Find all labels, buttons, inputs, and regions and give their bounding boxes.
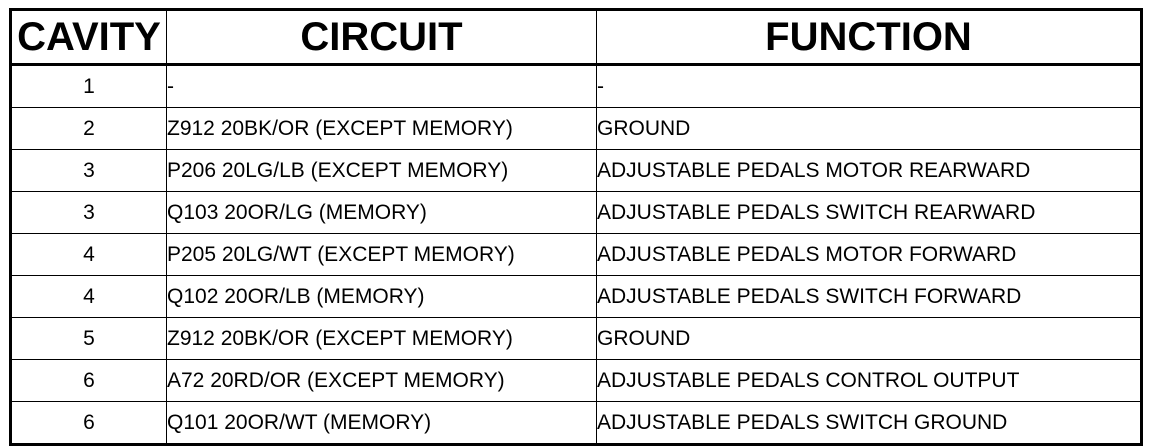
table-row: 4 P205 20LG/WT (EXCEPT MEMORY) ADJUSTABL… [10,233,1142,276]
function-cell: GROUND [596,107,1142,150]
table-row: 5 Z912 20BK/OR (EXCEPT MEMORY) GROUND [10,317,1142,360]
circuit-cell: P205 20LG/WT (EXCEPT MEMORY) [166,233,597,276]
circuit-cell: Z912 20BK/OR (EXCEPT MEMORY) [166,317,597,360]
circuit-cell: Z912 20BK/OR (EXCEPT MEMORY) [166,107,597,150]
table-row: 6 Q101 20OR/WT (MEMORY) ADJUSTABLE PEDAL… [10,401,1142,445]
function-cell: ADJUSTABLE PEDALS CONTROL OUTPUT [596,359,1142,402]
function-column-header: FUNCTION [596,9,1142,66]
cavity-cell: 6 [10,359,167,402]
connector-pinout-table: CAVITY CIRCUIT FUNCTION 1 - - 2 Z912 20B… [9,8,1143,446]
circuit-cell: Q103 20OR/LG (MEMORY) [166,191,597,234]
function-cell: ADJUSTABLE PEDALS MOTOR REARWARD [596,149,1142,192]
function-cell: GROUND [596,317,1142,360]
function-cell: - [596,64,1142,108]
function-cell: ADJUSTABLE PEDALS SWITCH GROUND [596,401,1142,445]
function-cell: ADJUSTABLE PEDALS SWITCH FORWARD [596,275,1142,318]
cavity-cell: 1 [10,64,167,108]
header-row: CAVITY CIRCUIT FUNCTION [10,9,1142,66]
table-row: 3 Q103 20OR/LG (MEMORY) ADJUSTABLE PEDAL… [10,191,1142,234]
table-row: 3 P206 20LG/LB (EXCEPT MEMORY) ADJUSTABL… [10,149,1142,192]
circuit-cell: - [166,64,597,108]
cavity-cell: 6 [10,401,167,445]
table-row: 1 - - [10,64,1142,108]
table-row: 6 A72 20RD/OR (EXCEPT MEMORY) ADJUSTABLE… [10,359,1142,402]
circuit-column-header: CIRCUIT [166,9,597,66]
circuit-cell: Q102 20OR/LB (MEMORY) [166,275,597,318]
circuit-cell: A72 20RD/OR (EXCEPT MEMORY) [166,359,597,402]
cavity-column-header: CAVITY [10,9,167,66]
cavity-cell: 4 [10,275,167,318]
cavity-cell: 5 [10,317,167,360]
cavity-cell: 3 [10,149,167,192]
function-cell: ADJUSTABLE PEDALS MOTOR FORWARD [596,233,1142,276]
table-row: 4 Q102 20OR/LB (MEMORY) ADJUSTABLE PEDAL… [10,275,1142,318]
cavity-cell: 3 [10,191,167,234]
circuit-cell: P206 20LG/LB (EXCEPT MEMORY) [166,149,597,192]
cavity-cell: 2 [10,107,167,150]
function-cell: ADJUSTABLE PEDALS SWITCH REARWARD [596,191,1142,234]
table-row: 2 Z912 20BK/OR (EXCEPT MEMORY) GROUND [10,107,1142,150]
cavity-cell: 4 [10,233,167,276]
circuit-cell: Q101 20OR/WT (MEMORY) [166,401,597,445]
